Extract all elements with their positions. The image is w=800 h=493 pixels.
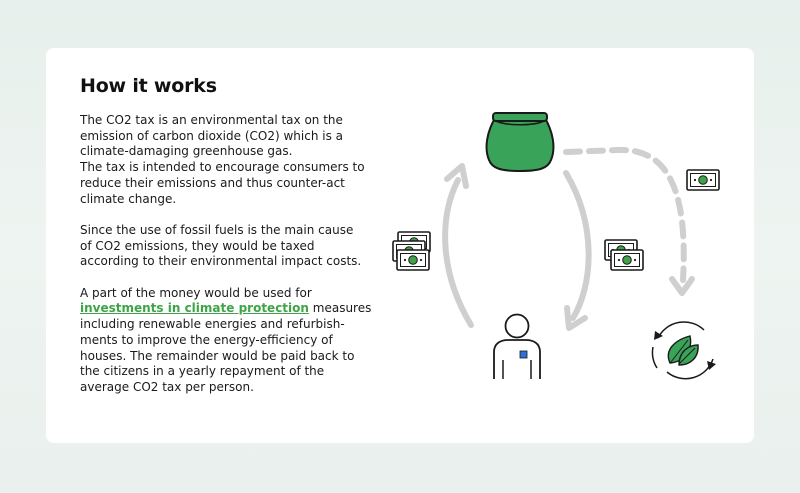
- paragraph-2: Since the use of fossil fuels is the mai…: [80, 222, 362, 269]
- arrow-person-to-pouch: [442, 163, 474, 328]
- arrow-pouch-to-climate: [563, 146, 695, 296]
- person-icon: [493, 313, 541, 379]
- climate-protection-link[interactable]: investments in climate protection: [80, 301, 309, 316]
- paragraph-3: A part of the money would be used for in…: [80, 285, 372, 394]
- banknote-stack-icon: [392, 231, 431, 271]
- money-pouch-icon: [485, 112, 555, 172]
- arrow-pouch-to-person: [563, 170, 592, 331]
- page-title: How it works: [80, 75, 217, 97]
- banknote-pair-icon: [604, 239, 644, 271]
- paragraph-1: The CO2 tax is an environmental tax on t…: [80, 113, 365, 206]
- banknote-icon: [686, 169, 720, 191]
- description: The CO2 tax is an environmental tax on t…: [80, 113, 372, 411]
- leaf-cycle-icon: [651, 321, 716, 380]
